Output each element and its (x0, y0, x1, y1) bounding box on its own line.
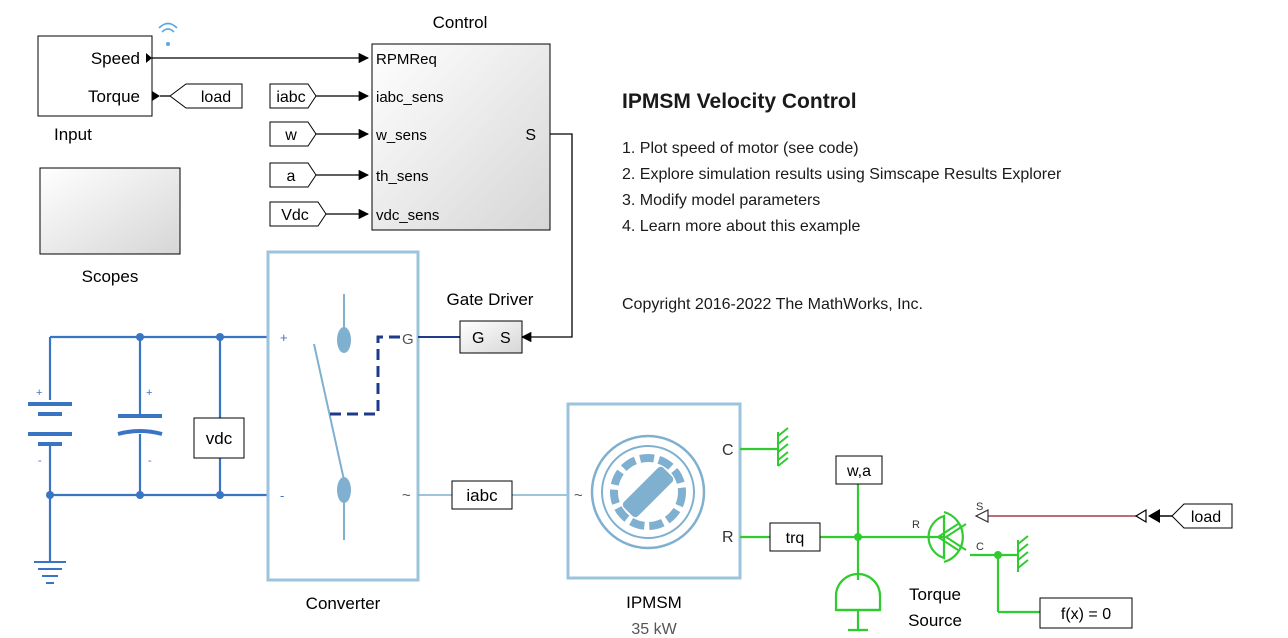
scopes-subsystem[interactable] (39, 167, 181, 255)
wa-sensor[interactable]: w,a (835, 455, 883, 485)
from-vdc-label: Vdc (281, 207, 309, 224)
control-inport-th-sens: th_sens (376, 168, 429, 185)
from-w-label: w (284, 127, 297, 144)
input-block[interactable]: Speed Torque (37, 35, 160, 117)
mechanical-reference-icon (777, 427, 789, 467)
converter-port-g: G (402, 331, 414, 348)
notes-item-learn-more[interactable]: 4. Learn more about this example (622, 218, 861, 235)
ipmsm-port-r: R (722, 529, 734, 546)
from-w-tag[interactable]: w (269, 121, 317, 147)
from-iabc-label: iabc (276, 89, 305, 106)
scopes-label: Scopes (82, 267, 139, 286)
battery-icon[interactable]: + - (28, 387, 72, 467)
control-inport-vdc-sens: vdc_sens (376, 207, 439, 224)
vdc-sensor[interactable]: vdc (193, 417, 245, 459)
torque-source-label-line1: Torque (909, 585, 961, 604)
torque-source-label-line2: Source (908, 611, 962, 630)
ipmsm-port-ac: ~ (574, 487, 583, 504)
mechanical-nodes (854, 533, 1002, 559)
from-a-tag[interactable]: a (269, 162, 317, 188)
torque-source-port-s: S (976, 501, 983, 513)
notes-item-plot-speed[interactable]: 1. Plot speed of motor (see code) (622, 140, 859, 157)
converter-dc-plus: + (280, 330, 288, 345)
physical-signal-line (974, 508, 1160, 524)
torque-source-block[interactable]: R S C (912, 501, 984, 564)
from-vdc-tag[interactable]: Vdc (269, 201, 327, 227)
notes-copyright: Copyright 2016-2022 The MathWorks, Inc. (622, 296, 923, 313)
inertia-icon[interactable] (834, 572, 882, 632)
ipmsm-block[interactable]: ~ C R (566, 402, 742, 580)
capacitor-icon[interactable]: + - (117, 387, 163, 467)
iabc-sensor-label: iabc (466, 486, 498, 505)
gate-driver-port-g: G (472, 330, 484, 347)
trq-sensor-label: trq (786, 530, 805, 547)
trq-sensor[interactable]: trq (769, 522, 821, 552)
converter-label: Converter (306, 594, 381, 613)
control-inport-w-sens: w_sens (375, 127, 427, 144)
control-outport-s: S (525, 127, 536, 144)
input-port-speed: Speed (91, 49, 140, 68)
torque-source-port-r: R (912, 519, 920, 531)
from-iabc-tag[interactable]: iabc (269, 83, 317, 109)
control-block[interactable]: RPMReq iabc_sens w_sens th_sens vdc_sens… (371, 43, 551, 231)
electrical-nodes (46, 333, 224, 499)
electrical-wires (48, 335, 276, 562)
capacitor-plus: + (146, 387, 152, 399)
iabc-sensor[interactable]: iabc (451, 480, 513, 510)
electrical-ground-icon (34, 561, 66, 584)
signal-lines (152, 52, 1190, 517)
wa-sensor-label: w,a (846, 463, 871, 480)
solver-label: f(x) = 0 (1061, 606, 1111, 623)
control-title: Control (433, 13, 488, 32)
converter-dc-minus: - (280, 488, 284, 503)
mechanical-reference-icon-2 (1017, 535, 1029, 572)
gate-driver-label: Gate Driver (447, 290, 534, 309)
input-port-torque: Torque (88, 87, 140, 106)
ipmsm-port-c: C (722, 442, 734, 459)
torque-source-port-c: C (976, 541, 984, 553)
gate-driver-port-s: S (500, 330, 511, 347)
battery-plus: + (36, 387, 42, 399)
goto-load-label: load (201, 89, 231, 106)
battery-minus: - (38, 455, 42, 467)
wireless-icon (158, 22, 178, 46)
control-inport-rpmreq: RPMReq (376, 51, 437, 68)
notes-item-modify-parameters[interactable]: 3. Modify model parameters (622, 192, 821, 209)
control-inport-iabc-sens: iabc_sens (376, 89, 444, 106)
converter-port-ac: ~ (402, 487, 411, 504)
from-a-label: a (287, 168, 296, 185)
goto-load-tag[interactable]: load (160, 83, 243, 109)
notes-item-explore-results[interactable]: 2. Explore simulation results using Sims… (622, 166, 1062, 183)
notes-title: IPMSM Velocity Control (622, 90, 857, 113)
converter-block[interactable]: + - G ~ (266, 250, 420, 582)
solver-configuration-block[interactable]: f(x) = 0 (1039, 597, 1133, 629)
vdc-sensor-label: vdc (206, 429, 233, 448)
capacitor-minus: - (148, 455, 152, 467)
gate-driver-block[interactable]: G S (459, 320, 523, 354)
from-load-label: load (1191, 509, 1221, 526)
ipmsm-label: IPMSM (626, 593, 682, 612)
from-load-tag[interactable]: load (1160, 503, 1233, 529)
ipmsm-rating: 35 kW (631, 621, 677, 638)
input-block-label: Input (54, 125, 92, 144)
